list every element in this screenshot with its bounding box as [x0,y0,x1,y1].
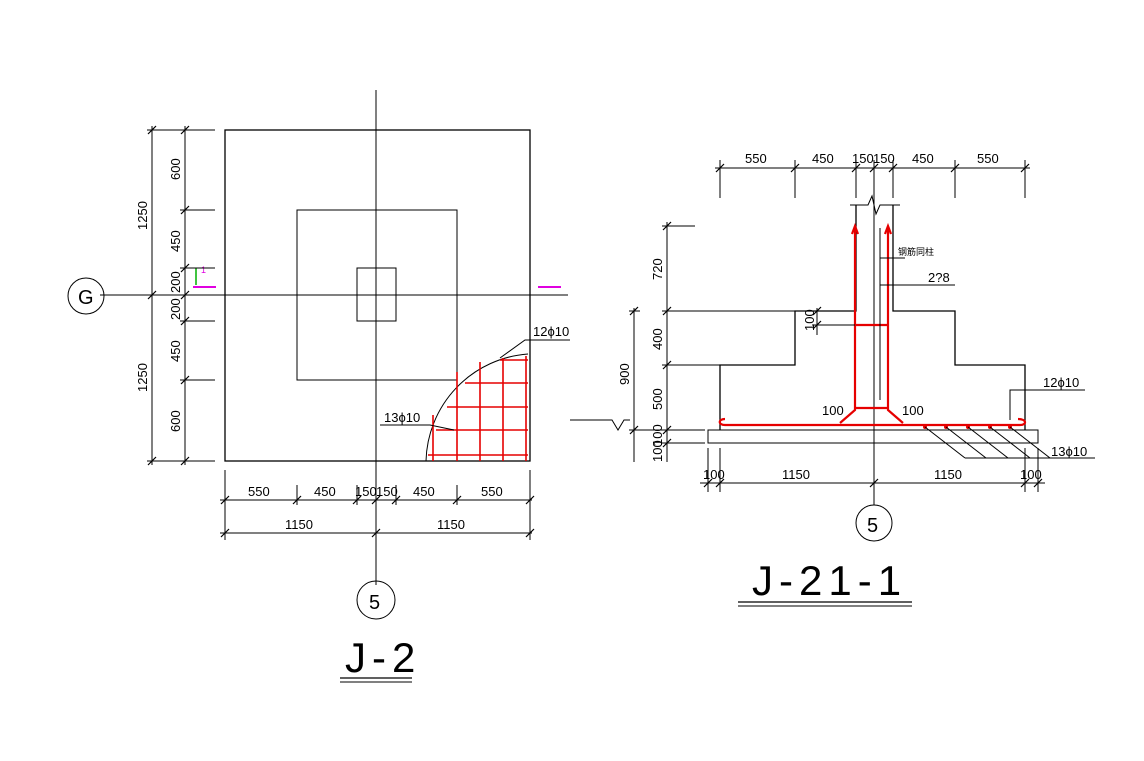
section-axis-bubble [855,504,893,542]
plan-rebar-mesh [380,339,570,462]
section-dim-top-4: 150 [873,151,895,166]
section-dims-bottom [700,448,1045,492]
axis-bubble-G [67,277,105,315]
section-dim-top-6: 550 [977,151,999,166]
section-dim-bottom-3: 1150 [934,467,962,482]
dim-left-3: 200 [168,271,183,293]
dim-left-1: 600 [168,158,183,180]
section-axis-label: 5 [867,515,878,537]
label-hook-right: 100 [902,403,924,418]
label-top-bar: 12ϕ10 [1043,375,1079,390]
section-rebar [718,222,1027,429]
dim-bottom-5: 450 [413,484,435,499]
plan-dims-bottom [220,470,535,540]
section-outline-left [719,205,857,430]
section-dim-left-3: 500 [650,388,665,410]
column-bar-right [886,228,904,424]
section-dim-top-5: 450 [912,151,934,166]
dim-bottom-3: 150 [355,484,377,499]
section-dim-left-1: 720 [650,258,665,280]
section-view: 钢筋同柱 2?8 12ϕ10 13ϕ10 100 100 550 450 150… [570,151,1095,607]
blinding-layer [707,429,1039,444]
section-dims-left [570,221,855,462]
section-dim-left-bottom: 100 [650,440,665,462]
bottom-bar-hook-right [1017,417,1027,427]
bottom-bar-hook-left [718,417,726,427]
section-dim-left-4: 100 [650,424,665,446]
label-column: 钢筋同柱 [898,246,934,257]
section-dim-bottom-2: 1150 [782,467,810,482]
section-title: J-21-1 [752,557,907,604]
plan-title: J-2 [345,634,421,681]
axis-label-5: 5 [369,592,380,614]
dim-bottom-4: 150 [376,484,398,499]
section-dim-left-2: 400 [650,328,665,350]
label-column-bars: 2?8 [928,270,950,285]
section-mark-label: 1 [201,265,206,275]
leader-top [499,339,570,359]
section-dim-step: 100 [802,309,817,331]
label-hook-left: 100 [822,403,844,418]
section-outline-right [892,205,1026,430]
column-bar-hook-left [850,222,860,235]
leader-bottom-bars [924,426,1095,459]
column-bar-hook-right [883,222,893,235]
leader-mid [380,424,455,431]
dim-left-2: 450 [168,230,183,252]
section-dim-top-2: 450 [812,151,834,166]
dim-left-6: 600 [168,410,183,432]
dim-bottom-1: 550 [248,484,270,499]
plan-dims-left [147,125,215,466]
rebar-label-mid: 13ϕ10 [384,410,420,425]
dim-left-outer-1: 1250 [135,201,150,230]
section-dim-bottom-1: 100 [703,467,725,482]
section-dim-bottom-4: 100 [1020,467,1042,482]
section-dim-top-1: 550 [745,151,767,166]
dim-bottom-total-2: 1150 [437,517,465,532]
section-dim-top-3: 150 [852,151,874,166]
axis-bubble-5 [356,580,396,620]
dim-left-5: 450 [168,340,183,362]
dim-bottom-6: 550 [481,484,503,499]
axis-label-G: G [78,287,94,309]
column-bar-left [839,228,857,424]
dim-left-outer-2: 1250 [135,363,150,392]
dim-bottom-2: 450 [314,484,336,499]
plan-view: 1 12ϕ10 13ϕ10 [67,90,570,683]
leader-top-bar [1009,389,1085,420]
section-dim-left-outer: 900 [617,363,632,385]
dim-bottom-total-1: 1150 [285,517,313,532]
section-dims-top [715,160,1030,198]
label-bottom-bar: 13ϕ10 [1051,444,1087,459]
rebar-label-top: 12ϕ10 [533,324,569,339]
dim-left-4: 200 [168,298,183,320]
